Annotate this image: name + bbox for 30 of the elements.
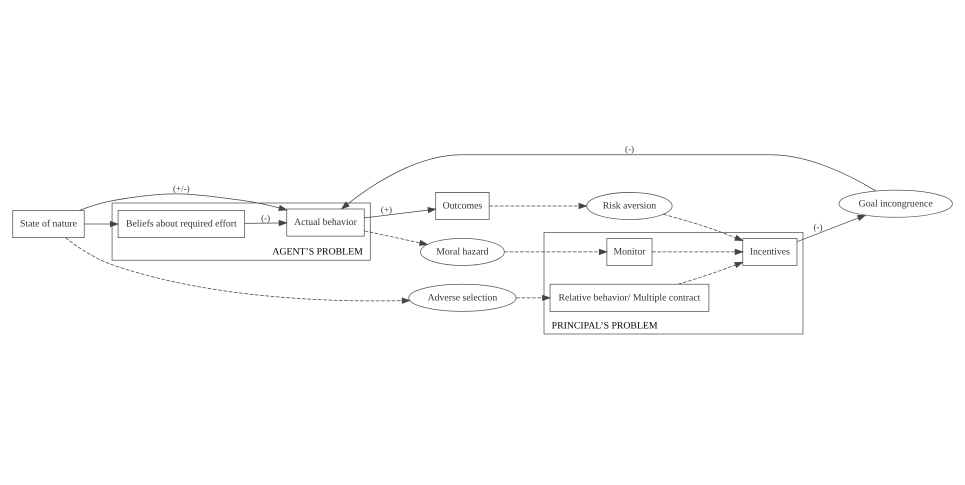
edge-label: (-) [624,144,634,154]
arrow [78,194,288,211]
arrow [663,214,744,242]
arrow [364,230,428,246]
node-ellipse: Goal incongruence [838,190,953,218]
arrow [796,214,866,242]
node-box: Beliefs about required effort [118,210,245,238]
edge-label: (+/-) [173,183,190,194]
arrow [65,237,411,304]
node-box: Incentives [742,238,798,266]
node-ellipse: Adverse selection [408,284,516,312]
arrow [84,220,120,228]
arrow [652,248,744,256]
edge-label: (-) [261,212,270,223]
node-box: State of nature [12,210,85,238]
edge-label: (-) [814,222,823,232]
arrow [364,206,437,218]
arrow [504,248,608,256]
node-box: Monitor [606,238,652,266]
arrow [489,202,588,210]
node-box: Outcomes [435,192,490,220]
node-ellipse: Moral hazard [420,238,505,266]
edge-label: (+) [380,204,392,214]
arrow [678,262,744,285]
arrow [244,220,288,226]
node-box: Actual behavior [286,208,365,236]
node-box: Relative behavior/ Multiple contract [550,284,710,312]
arrow [340,154,876,210]
node-ellipse: Risk aversion [586,192,673,220]
arrow [516,294,552,301]
